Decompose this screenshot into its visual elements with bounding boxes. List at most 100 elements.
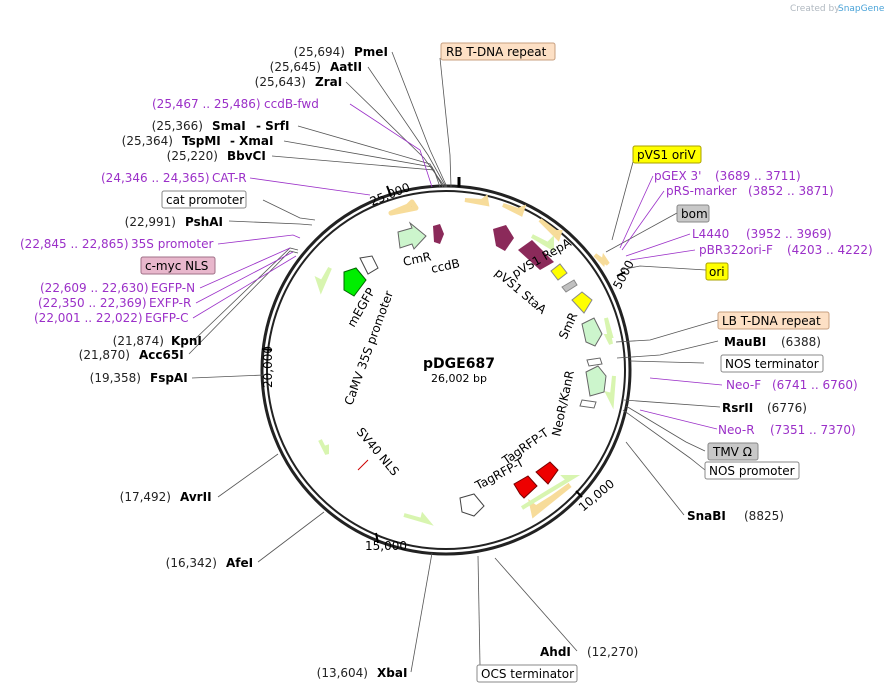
feature-lb-tdna[interactable]: LB T-DNA repeat [722, 314, 821, 328]
primer-arrow [388, 199, 419, 216]
feature-nos-terminator[interactable]: NOS terminator [725, 357, 819, 371]
primer-neo-f[interactable]: Neo-F [726, 378, 761, 392]
feature-nos-promoter[interactable]: NOS promoter [709, 464, 795, 478]
pvs1-staa-feature [493, 225, 514, 251]
tick-10000 [575, 490, 583, 498]
feature-cat-promoter[interactable]: cat promoter [166, 193, 244, 207]
enzyme-afei[interactable]: AfeI [226, 556, 253, 570]
feature-ocs-terminator[interactable]: OCS terminator [481, 667, 574, 681]
label-cmr: CmR [402, 249, 433, 269]
neor-feature [585, 365, 607, 397]
label-sv40-nls: SV40 NLS [354, 425, 402, 479]
enzyme-rsrii[interactable]: RsrII [722, 401, 753, 415]
primer-range: (3952 .. 3969) [746, 227, 832, 241]
feature-ori[interactable]: ori [709, 265, 725, 279]
primer-egfp-n[interactable]: EGFP-N [151, 281, 195, 295]
primer-pgex3[interactable]: pGEX 3' [654, 169, 701, 183]
enzyme-pshai[interactable]: PshAI [185, 215, 223, 229]
enzyme-pos: (21,874) [113, 334, 164, 348]
enzyme-aatii[interactable]: AatII [330, 60, 362, 74]
enzyme-xmai[interactable]: - XmaI [230, 134, 273, 148]
tick-label-20000: 20,000 [261, 346, 275, 388]
megfp-feature [343, 267, 367, 297]
ccdb-feature [433, 224, 444, 244]
smr-feature [581, 317, 603, 347]
primer-ccdb-fwd[interactable]: ccdB-fwd [264, 97, 319, 111]
plasmid-size: 26,002 bp [431, 372, 487, 385]
primer-pbr322[interactable]: pBR322ori-F [699, 243, 773, 257]
enzyme-srfi[interactable]: - SrfI [256, 119, 289, 133]
enzyme-pos: (22,991) [125, 215, 176, 229]
primer-range: (3852 .. 3871) [748, 184, 834, 198]
feature-rb-tdna[interactable]: RB T-DNA repeat [446, 45, 547, 59]
enzyme-pmei[interactable]: PmeI [354, 45, 388, 59]
enzyme-fspai[interactable]: FspAI [150, 371, 188, 385]
primer-range: (6741 .. 6760) [772, 378, 858, 392]
primer-egfp-c[interactable]: EGFP-C [145, 311, 188, 325]
primer-35s[interactable]: 35S promoter [131, 237, 213, 251]
boxed-labels: RB T-DNA repeat cat promoter c-myc NLS p… [140, 42, 830, 683]
backbone-outer [260, 184, 632, 556]
primer-range: (4203 .. 4222) [787, 243, 873, 257]
gene-arrow [314, 267, 332, 295]
primer-range: (22,350 .. 22,369) [38, 296, 147, 310]
enzyme-avrii[interactable]: AvrII [180, 490, 212, 504]
enzyme-acc65i[interactable]: Acc65I [139, 348, 184, 362]
primer-arrow [528, 482, 572, 519]
enzyme-pos: (6776) [767, 401, 807, 415]
credit-prefix: Created by [790, 4, 840, 14]
enzyme-maubi[interactable]: MauBI [724, 335, 766, 349]
enzyme-kpni[interactable]: KpnI [171, 334, 202, 348]
primer-range: (22,845 .. 22,865) [20, 237, 129, 251]
plasmid-name: pDGE687 [423, 356, 495, 372]
gene-arrow [403, 511, 434, 526]
primer-neo-r[interactable]: Neo-R [718, 423, 755, 437]
enzyme-ahdi[interactable]: AhdI [540, 645, 571, 659]
enzyme-pos: (16,342) [166, 556, 217, 570]
nos-terminator-feature [586, 357, 603, 367]
enzyme-pos: (6388) [781, 335, 821, 349]
gene-arrow [603, 317, 614, 345]
primer-range: (22,001 .. 22,022) [34, 311, 143, 325]
primer-range: (25,467 .. 25,486) [152, 97, 261, 111]
tick-5000 [616, 271, 626, 277]
tick-label-15000: 15,000 [365, 539, 407, 553]
feature-bom[interactable]: bom [681, 207, 708, 221]
feature-arrows [314, 194, 616, 526]
enzyme-pos: (8825) [744, 509, 784, 523]
label-neor: NeoR/KanR [549, 369, 577, 437]
enzyme-snabi[interactable]: SnaBI [687, 509, 726, 523]
primer-cat-r[interactable]: CAT-R [212, 171, 247, 185]
feature-pvs1-oriv[interactable]: pVS1 oriV [637, 148, 697, 162]
enzyme-smai[interactable]: SmaI [212, 119, 246, 133]
enzyme-bbvci[interactable]: BbvCI [227, 149, 266, 163]
nos-promoter-feature [579, 399, 597, 409]
primer-prs-marker[interactable]: pRS-marker [666, 184, 737, 198]
cmr-feature [397, 221, 427, 250]
primer-arrow [464, 194, 490, 207]
bom-feature [561, 279, 578, 293]
enzyme-pos: (25,694) [294, 45, 345, 59]
enzyme-zrai[interactable]: ZraI [315, 75, 342, 89]
enzyme-tspmi[interactable]: TspMI [182, 134, 221, 148]
label-ccdb: ccdB [430, 256, 461, 276]
primer-range: (24,346 .. 24,365) [101, 171, 210, 185]
enzyme-pos: (25,220) [167, 149, 218, 163]
feature-tmv-omega[interactable]: TMV Ω [712, 445, 752, 459]
primer-arrow [538, 218, 563, 242]
gene-arrow [520, 475, 581, 510]
feature-cmyc-nls[interactable]: c-myc NLS [145, 259, 208, 273]
enzyme-pos: (25,364) [122, 134, 173, 148]
gene-arrow [318, 439, 329, 455]
snapgene-credit: SnapGene [838, 4, 885, 14]
enzyme-pos: (17,492) [120, 490, 171, 504]
primer-exfp-r[interactable]: EXFP-R [149, 296, 191, 310]
enzyme-xbai[interactable]: XbaI [377, 666, 407, 680]
enzyme-pos: (19,358) [90, 371, 141, 385]
gene-arrow [530, 234, 554, 252]
tagrfp-feature-2 [513, 475, 538, 499]
primer-l4440[interactable]: L4440 [692, 227, 729, 241]
primer-range: (7351 .. 7370) [770, 423, 856, 437]
oriv-feature [550, 263, 568, 281]
